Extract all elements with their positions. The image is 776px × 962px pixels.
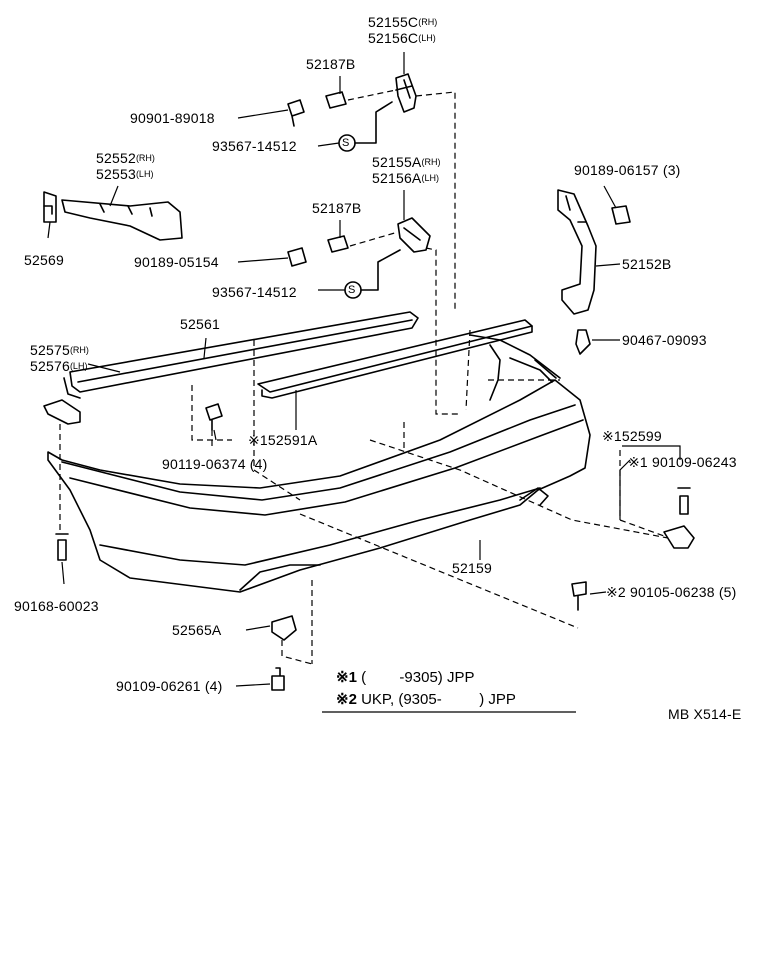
label-52156A: 52156A(LH)	[372, 170, 439, 186]
side-cover-52552	[61, 199, 183, 241]
label-52576: 52576(LH)	[30, 358, 87, 374]
part-number: 52155A	[372, 154, 422, 170]
side-marker: (RH)	[69, 345, 89, 355]
bumper-cover-52159	[47, 334, 591, 593]
note-1: ※1 ( -9305) JPP	[336, 668, 474, 686]
label-52591A: ※152591A	[248, 432, 318, 448]
quantity: (3)	[662, 162, 681, 178]
note-text: UKP, (9305- ) JPP	[361, 691, 516, 708]
label-52565A: 52565A	[172, 622, 222, 638]
label-90109-06261: 90109-06261 (4)	[116, 678, 223, 694]
label-52561: 52561	[180, 316, 220, 332]
label-90467-09093: 90467-09093	[622, 332, 707, 348]
part-number: 52155C	[368, 14, 419, 30]
part-number: 52156C	[368, 30, 419, 46]
note-mark: ※1	[336, 669, 357, 686]
label-52156C: 52156C(LH)	[368, 30, 436, 46]
label-90105-06238: ※2 90105-06238 (5)	[606, 584, 737, 600]
label-52159: 52159	[452, 560, 492, 576]
part-number: 52156A	[372, 170, 422, 186]
bracket-52155A	[397, 217, 431, 253]
bracket-52575	[43, 399, 81, 425]
label-90168-60023: 90168-60023	[14, 598, 99, 614]
rail-52561	[63, 311, 419, 399]
label-52187B-mid: 52187B	[312, 200, 362, 216]
label-52599: ※152599	[602, 428, 662, 444]
label-90189-05154: 90189-05154	[134, 254, 219, 270]
label-52552: 52552(RH)	[96, 150, 155, 166]
part-number: 90189-06157	[574, 162, 659, 178]
label-52187B-top: 52187B	[306, 56, 356, 72]
label-52155A: 52155A(RH)	[372, 154, 440, 170]
label-52569: 52569	[24, 252, 64, 268]
bracket-52565A	[271, 615, 297, 641]
part-number: 52552	[96, 150, 136, 166]
label-52553: 52553(LH)	[96, 166, 153, 182]
pad-52569	[43, 191, 57, 223]
side-marker: (RH)	[418, 17, 438, 27]
label-93567-14512-mid: 93567-14512	[212, 284, 297, 300]
label-90109-06243: ※1 90109-06243	[628, 454, 737, 470]
washer-symbol-top: S	[342, 137, 350, 149]
side-marker: (LH)	[69, 361, 88, 371]
label-52575: 52575(RH)	[30, 342, 89, 358]
bracket-52155C	[395, 73, 417, 113]
note-2: ※2 UKP, (9305- ) JPP	[336, 690, 516, 708]
label-52155C: 52155C(RH)	[368, 14, 437, 30]
fasteners	[55, 91, 691, 691]
part-number: 52576	[30, 358, 70, 374]
label-93567-14512-top: 93567-14512	[212, 138, 297, 154]
side-marker: (LH)	[421, 173, 439, 183]
part-number: 52553	[96, 166, 136, 182]
side-marker: (RH)	[135, 153, 155, 163]
part-number: 52575	[30, 342, 70, 358]
label-90189-06157: 90189-06157 (3)	[574, 162, 681, 178]
label-90901-89018: 90901-89018	[130, 110, 215, 126]
label-90119-06374: 90119-06374 (4)	[162, 456, 268, 472]
diagram-code: MB X514-E	[668, 706, 742, 722]
bracket-52599	[663, 525, 695, 549]
side-marker: (LH)	[135, 169, 154, 179]
side-marker: (RH)	[421, 157, 441, 167]
note-mark: ※2	[336, 691, 357, 708]
note-text: ( -9305) JPP	[361, 669, 475, 686]
side-marker: (LH)	[418, 33, 436, 43]
label-52152B: 52152B	[622, 256, 672, 272]
retainer-52152B	[557, 189, 597, 315]
washer-symbol-mid: S	[348, 284, 356, 296]
